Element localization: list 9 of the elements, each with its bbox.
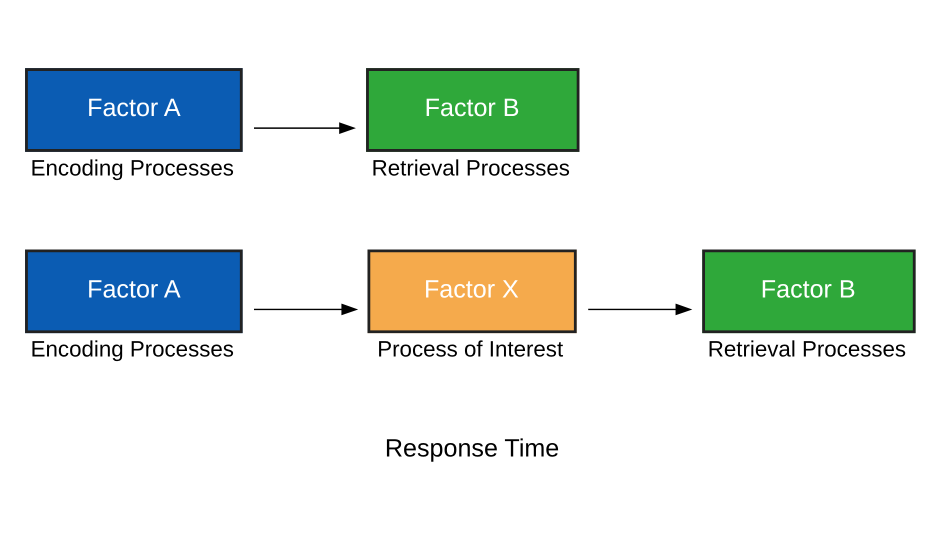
node-label: Encoding Processes: [30, 336, 234, 362]
label: Response Time: [384, 434, 560, 462]
node-label: Process of Interest: [377, 336, 564, 362]
node-label: Retrieval Processes: [708, 336, 906, 362]
node-label: Encoding Processes: [30, 155, 234, 180]
arrow: [588, 304, 692, 316]
arrow: [254, 122, 356, 134]
arrow: [254, 304, 358, 316]
node-label: Retrieval Processes: [372, 155, 570, 180]
